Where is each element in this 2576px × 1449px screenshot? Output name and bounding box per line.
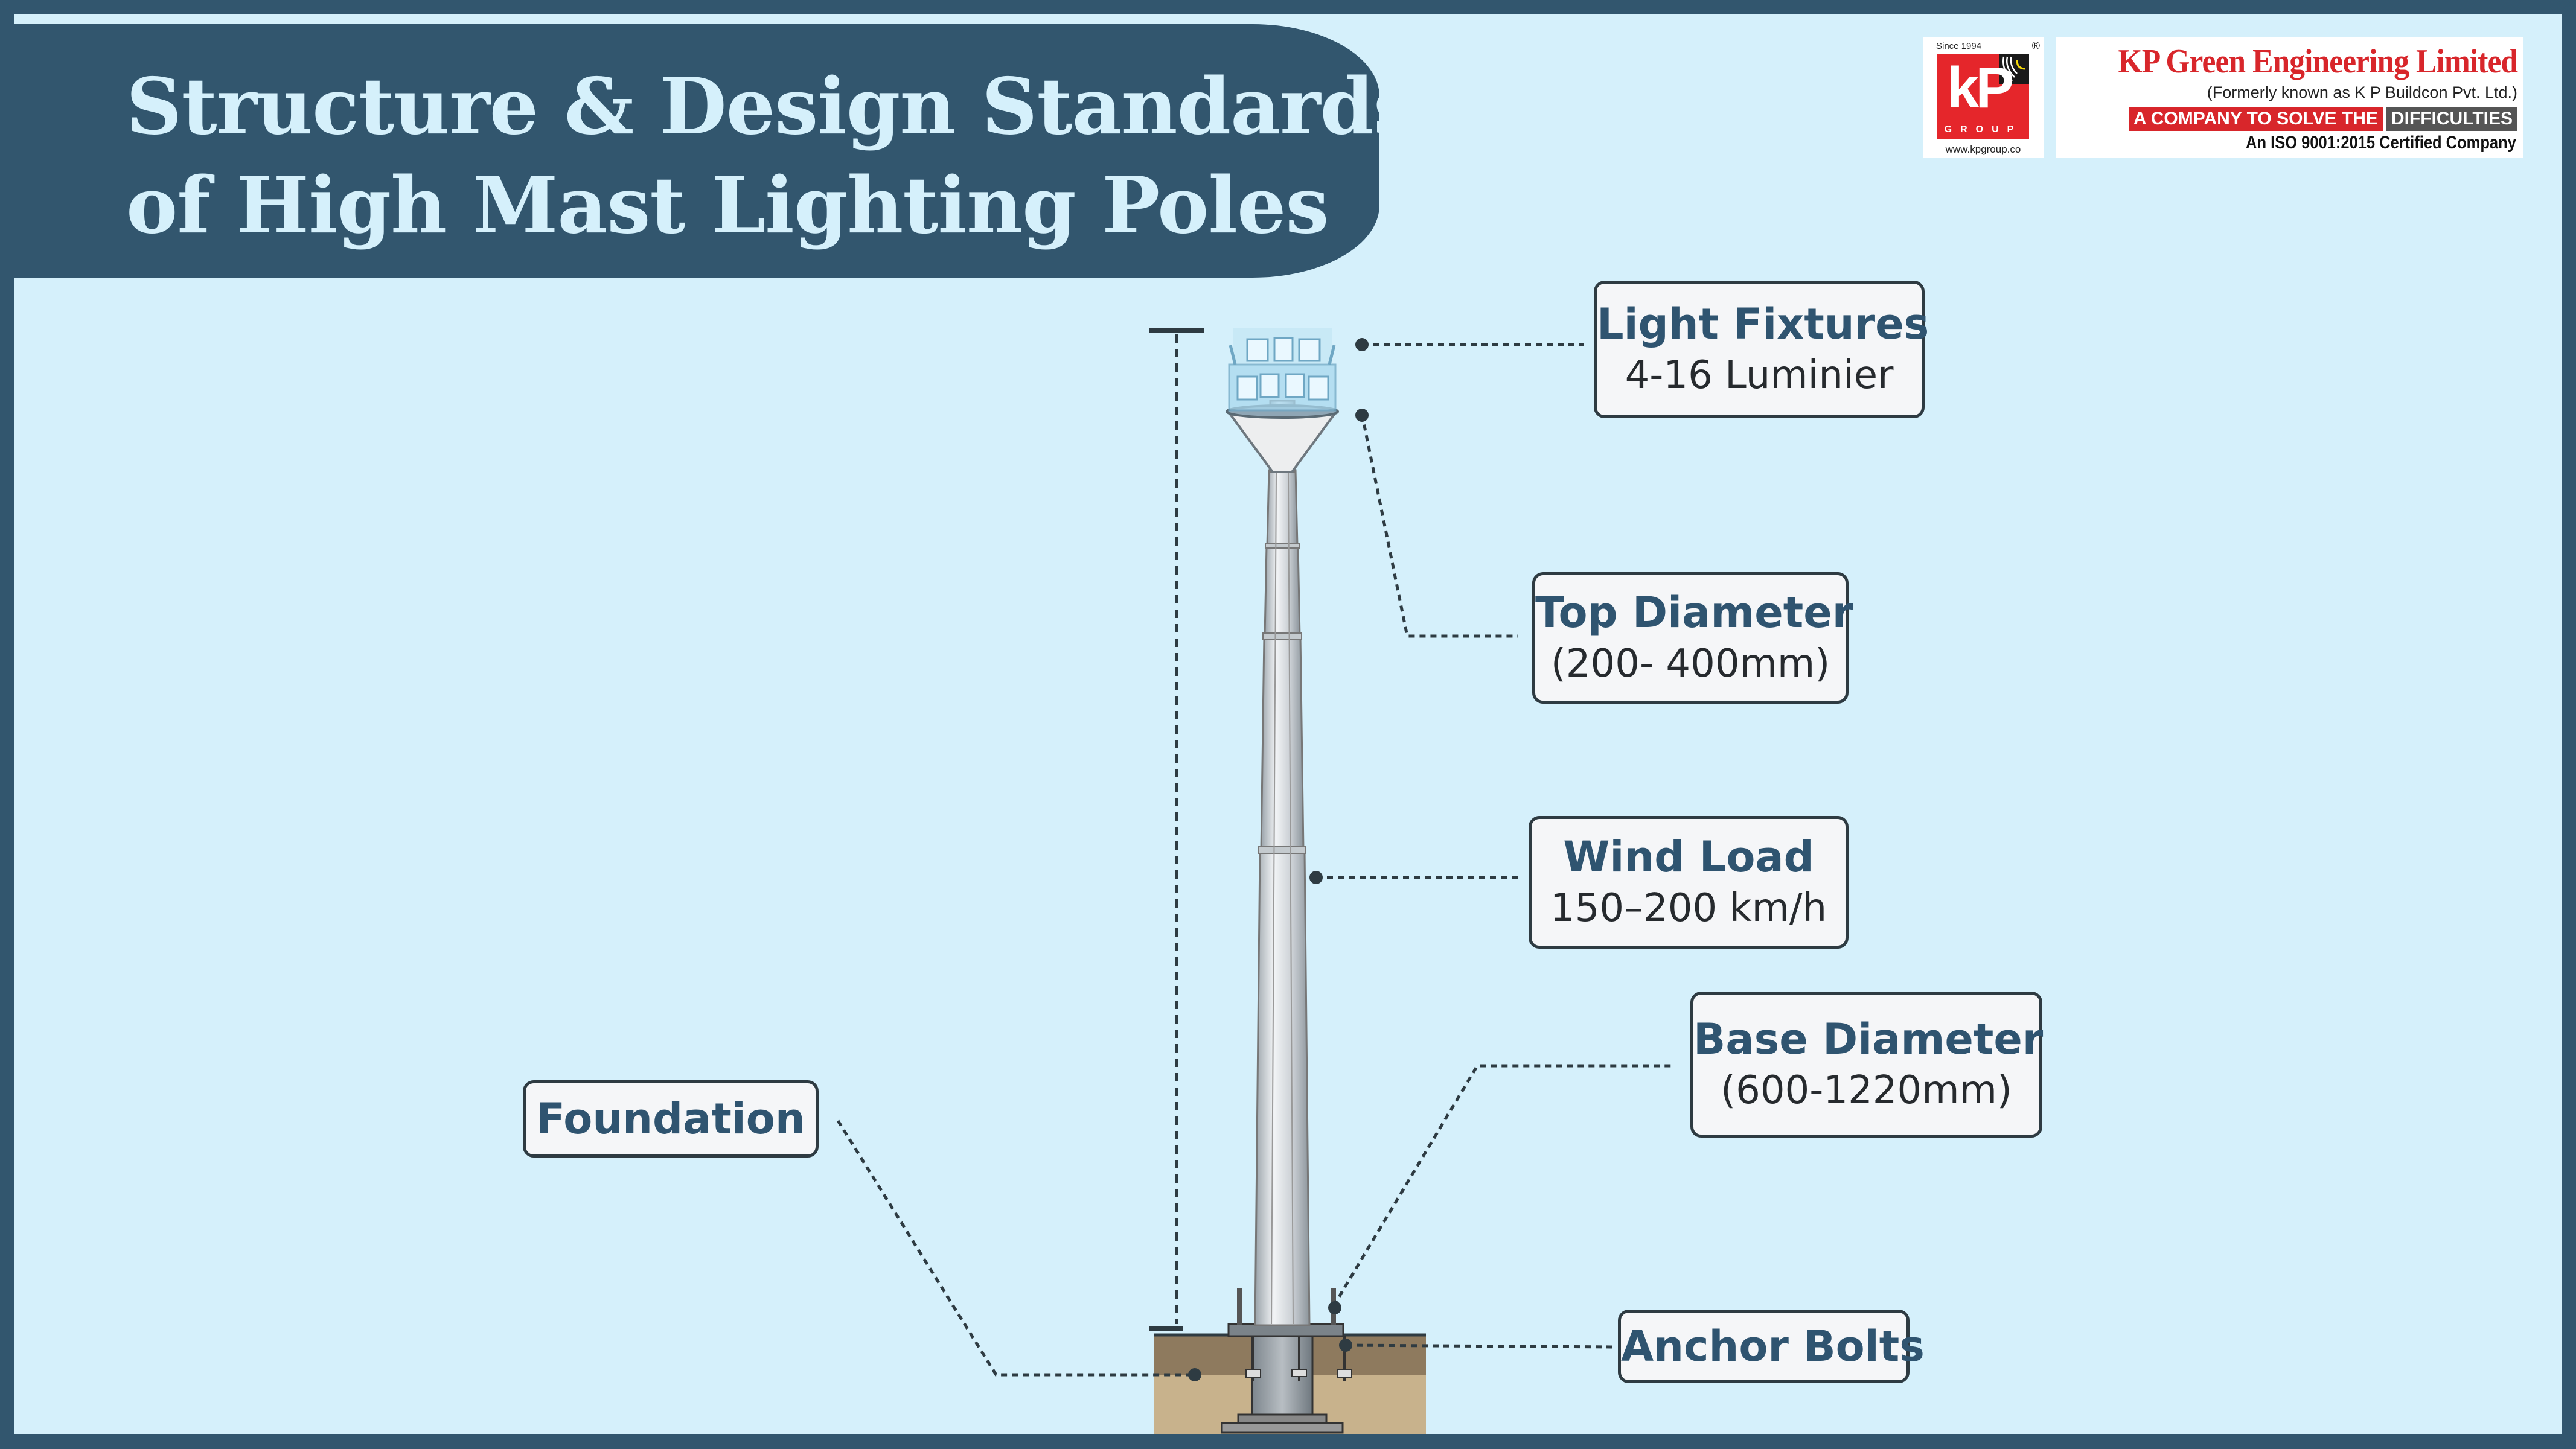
tagline-red: A COMPANY TO SOLVE THE (2128, 107, 2383, 131)
light-fixtures-heading: Light Fixtures (1597, 299, 1929, 349)
signal-waves-icon (1999, 54, 2029, 84)
wind-load-value: 150–200 km/h (1550, 886, 1827, 931)
logo-monogram: kP (1947, 56, 2014, 120)
callout-wind-load: Wind Load 150–200 km/h (1529, 816, 1849, 949)
foundation-heading: Foundation (536, 1094, 805, 1144)
top-diameter-heading: Top Diameter (1535, 588, 1853, 637)
high-mast-pole-illustration (836, 328, 1675, 1434)
company-formerly: (Formerly known as K P Buildcon Pvt. Ltd… (2207, 83, 2517, 101)
logo-url: www.kpgroup.co (1945, 144, 2021, 155)
top-diameter-value: (200- 400mm) (1550, 642, 1830, 686)
foundation-soil (1154, 1333, 1426, 1434)
base-diameter-heading: Base Diameter (1693, 1014, 2044, 1064)
luminaire-head (1226, 328, 1339, 473)
logo-group-text: GROUP (1944, 124, 2022, 135)
callout-anchor-bolts: Anchor Bolts (1618, 1310, 1925, 1383)
logo-red-square: kP GROUP (1937, 54, 2029, 139)
callout-foundation: Foundation (523, 1080, 819, 1158)
pole-shaft (1254, 400, 1311, 1326)
kp-group-logo: Since 1994 ® kP GROUP www.kpgroup.co (1923, 37, 2044, 158)
iso-certification: An ISO 9001:2015 Certified Company (2246, 133, 2516, 153)
company-tagline: A COMPANY TO SOLVE THE DIFFICULTIES (2128, 107, 2517, 131)
base-diameter-value: (600-1220mm) (1721, 1068, 2012, 1113)
logo-since-text: Since 1994 (1936, 41, 1982, 51)
leader-lines (836, 343, 1675, 1377)
company-card: KP Green Engineering Limited (Formerly k… (2056, 37, 2523, 158)
callout-top-diameter: Top Diameter (200- 400mm) (1532, 572, 1853, 704)
title-banner: Structure & Design Standards of High Mas… (14, 24, 1417, 278)
height-dimension-line (1149, 328, 1204, 1331)
infographic-canvas: Structure & Design Standards of High Mas… (14, 14, 2562, 1434)
company-name: KP Green Engineering Limited (2118, 43, 2518, 80)
light-fixtures-value: 4-16 Luminier (1625, 353, 1894, 398)
anchor-bolts-heading: Anchor Bolts (1621, 1322, 1925, 1371)
title-line-2: of High Mast Lighting Poles (126, 161, 1329, 251)
tagline-grey: DIFFICULTIES (2386, 107, 2517, 131)
callout-base-diameter: Base Diameter (600-1220mm) (1690, 992, 2044, 1138)
callout-light-fixtures: Light Fixtures 4-16 Luminier (1594, 281, 1929, 418)
title-line-1: Structure & Design Standards (126, 62, 1417, 152)
registered-mark: ® (2031, 40, 2040, 52)
wind-load-heading: Wind Load (1563, 832, 1814, 882)
leader-dots (1188, 338, 1369, 1381)
